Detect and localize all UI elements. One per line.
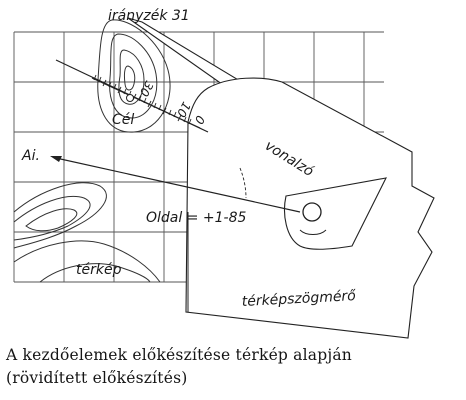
map-protractor-diagram: irányzék 31 Cél Ai. vonalzó Oldal = +1-8…: [13, 8, 435, 339]
label-terkep: térkép: [76, 262, 122, 278]
caption-line-1: A kezdőelemek előkészítése térkép alapjá…: [6, 346, 352, 364]
contour-lines-valley: [13, 182, 161, 283]
label-terkepszogmero: térképszögmérő: [241, 288, 356, 310]
label-cel: Cél: [112, 112, 134, 128]
arrow-head-icon: [50, 156, 62, 162]
caption-line-2: (rövidített előkészítés): [6, 369, 188, 387]
direction-arrow: [50, 156, 301, 213]
label-iranyzek: irányzék 31: [108, 8, 190, 24]
scale-label-10: 10: [174, 100, 194, 120]
pivot: [299, 202, 327, 235]
contour-lines-hill: [97, 19, 171, 133]
label-oldal: Oldal = +1-85: [146, 210, 246, 226]
sighting-arm: [55, 59, 209, 133]
target-point-circle: [126, 94, 134, 102]
scale-label-30: 30: [136, 79, 156, 99]
label-ai: Ai.: [21, 148, 40, 164]
